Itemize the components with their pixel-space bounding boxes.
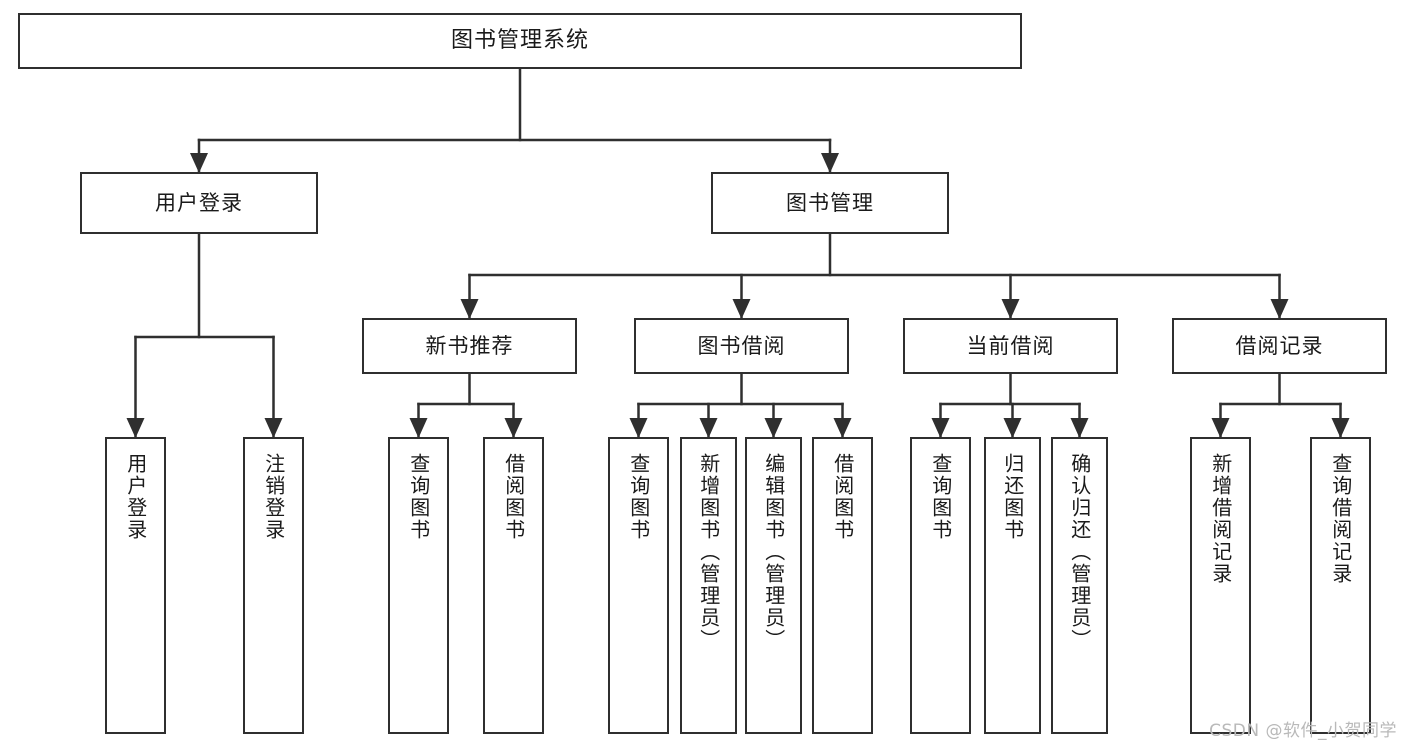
arrow-head-icon: [190, 153, 208, 173]
arrow-head-icon: [409, 418, 428, 438]
node-leaf_borrow_book_1[interactable]: 借阅图书: [483, 437, 544, 734]
node-leaf_query_book_3[interactable]: 查询图书: [910, 437, 971, 734]
arrow-head-icon: [931, 418, 950, 438]
node-book_manage[interactable]: 图书管理: [711, 172, 949, 234]
node-root-label: 图书管理系统: [450, 28, 589, 53]
node-leaf_query_book_2[interactable]: 查询图书: [608, 437, 669, 734]
arrow-head-icon: [1270, 299, 1289, 319]
node-user_login-label: 用户登录: [155, 190, 243, 215]
arrow-head-icon: [1003, 418, 1022, 438]
node-new_book_rec[interactable]: 新书推荐: [362, 318, 577, 374]
arrow-head-icon: [1001, 299, 1020, 319]
node-leaf_user_login-label: 用户登录: [123, 453, 148, 541]
node-current_borrow-label: 当前借阅: [966, 333, 1055, 358]
node-leaf_query_record-label: 查询借阅记录: [1328, 453, 1353, 585]
node-leaf_add_book-label: 新增图书（管理员）: [696, 453, 721, 651]
node-book_manage-label: 图书管理: [786, 190, 874, 215]
node-leaf_borrow_book_2-label: 借阅图书: [830, 453, 855, 541]
arrow-head-icon: [764, 418, 783, 438]
node-borrow_record[interactable]: 借阅记录: [1172, 318, 1387, 374]
node-leaf_borrow_book_1-label: 借阅图书: [501, 453, 526, 541]
arrow-head-icon: [629, 418, 648, 438]
node-root[interactable]: 图书管理系统: [18, 13, 1022, 69]
arrow-head-icon: [460, 299, 479, 319]
node-leaf_add_record[interactable]: 新增借阅记录: [1190, 437, 1251, 734]
node-leaf_add_book[interactable]: 新增图书（管理员）: [680, 437, 737, 734]
arrow-head-icon: [126, 418, 145, 438]
node-leaf_edit_book-label: 编辑图书（管理员）: [761, 453, 786, 651]
node-leaf_add_record-label: 新增借阅记录: [1208, 453, 1233, 585]
arrow-head-icon: [699, 418, 718, 438]
node-leaf_query_book_2-label: 查询图书: [626, 453, 651, 541]
node-leaf_edit_book[interactable]: 编辑图书（管理员）: [745, 437, 802, 734]
arrow-head-icon: [732, 299, 751, 319]
node-leaf_user_login[interactable]: 用户登录: [105, 437, 166, 734]
arrow-head-icon: [1331, 418, 1350, 438]
node-leaf_return_book[interactable]: 归还图书: [984, 437, 1041, 734]
node-user_login[interactable]: 用户登录: [80, 172, 318, 234]
node-new_book_rec-label: 新书推荐: [425, 333, 514, 358]
arrow-head-icon: [821, 153, 839, 173]
node-leaf_borrow_book_2[interactable]: 借阅图书: [812, 437, 873, 734]
node-leaf_query_book_1[interactable]: 查询图书: [388, 437, 449, 734]
arrow-head-icon: [833, 418, 852, 438]
arrow-head-icon: [1070, 418, 1089, 438]
node-leaf_query_record[interactable]: 查询借阅记录: [1310, 437, 1371, 734]
node-leaf_query_book_1-label: 查询图书: [406, 453, 431, 541]
node-leaf_confirm_return-label: 确认归还（管理员）: [1067, 453, 1092, 651]
node-leaf_return_book-label: 归还图书: [1000, 453, 1025, 541]
node-book_borrow-label: 图书借阅: [697, 333, 786, 358]
node-borrow_record-label: 借阅记录: [1235, 333, 1324, 358]
node-leaf_confirm_return[interactable]: 确认归还（管理员）: [1051, 437, 1108, 734]
node-leaf_logout-label: 注销登录: [261, 453, 286, 541]
node-book_borrow[interactable]: 图书借阅: [634, 318, 849, 374]
node-leaf_logout[interactable]: 注销登录: [243, 437, 304, 734]
arrow-head-icon: [264, 418, 283, 438]
arrow-head-icon: [504, 418, 523, 438]
node-current_borrow[interactable]: 当前借阅: [903, 318, 1118, 374]
node-leaf_query_book_3-label: 查询图书: [928, 453, 953, 541]
arrow-head-icon: [1211, 418, 1230, 438]
